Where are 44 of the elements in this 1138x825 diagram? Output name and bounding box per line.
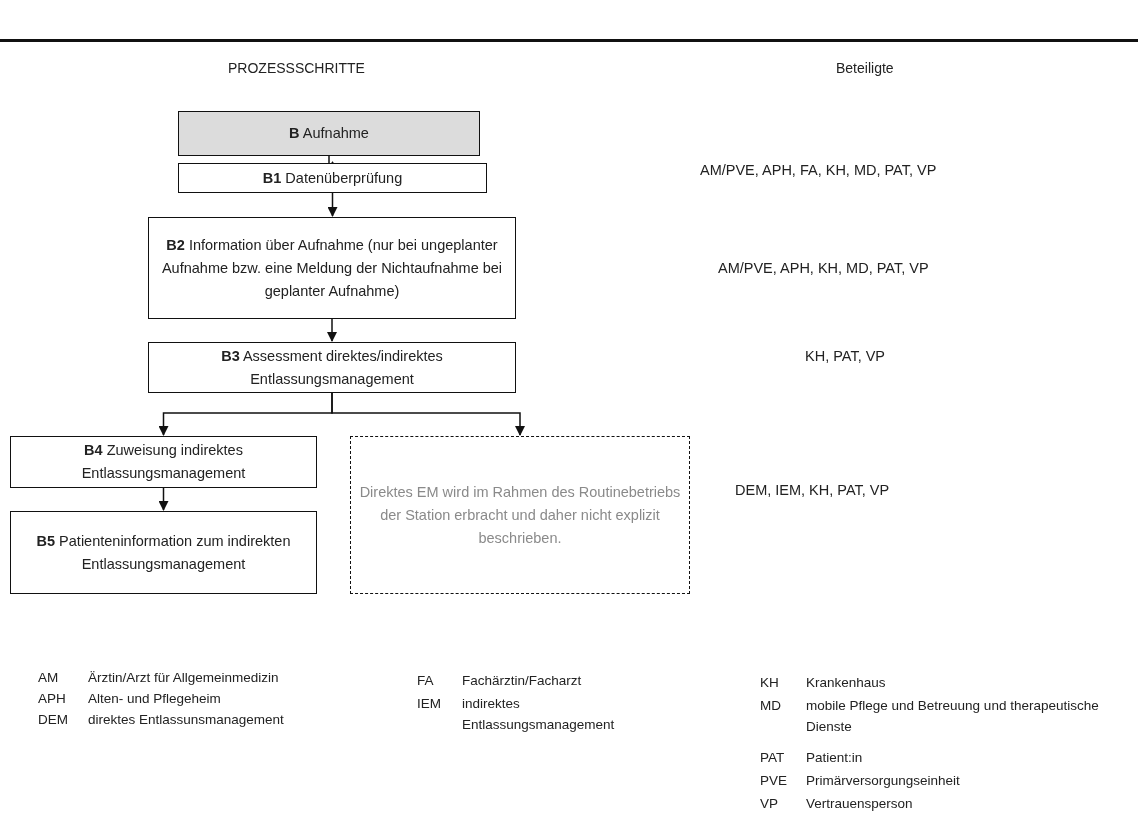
- arrow: [331, 392, 525, 436]
- abbreviation: VP: [760, 795, 778, 813]
- abbreviation-definition: Primärversorgungseinheit: [806, 772, 961, 790]
- column-heading: PROZESSSCHRITTE: [228, 59, 365, 78]
- step-text: B4 Zuweisung indirektes Entlassungsmanagement: [80, 441, 247, 483]
- note-text: Direktes EM wird im Rahmen des Routinebetriebs der Station erbracht und daher nicht explizit beschrieben.: [358, 482, 682, 548]
- step-text: B3 Assessment direktes/indirektes Entlassungsmanagement: [220, 346, 444, 389]
- note-box: [350, 436, 690, 594]
- abbreviation: MD: [760, 697, 781, 715]
- arrow: [327, 192, 338, 217]
- abbreviation: AM: [38, 669, 59, 687]
- abbreviation-definition: Ärztin/Arzt für Allgemeinmedizin: [88, 669, 280, 687]
- process-box: [148, 342, 516, 393]
- step-text: B Aufnahme: [289, 124, 369, 143]
- abbreviation: APH: [38, 690, 66, 708]
- participants-text: AM/PVE, APH, FA, KH, MD, PAT, VP: [700, 161, 937, 180]
- participants-text: DEM, IEM, KH, PAT, VP: [735, 481, 890, 500]
- step-text: B1 Datenüberprüfung: [262, 168, 403, 188]
- process-box: [178, 163, 487, 193]
- arrow: [327, 318, 337, 342]
- abbreviation-definition: Alten- und Pflegeheim: [88, 690, 222, 708]
- process-box: [10, 436, 317, 488]
- process-box: [178, 111, 480, 156]
- step-text: B5 Patienteninformation zum indirekten Entlassungsmanagement: [35, 531, 292, 574]
- abbreviation: PVE: [760, 772, 787, 790]
- abbreviation: KH: [760, 674, 779, 692]
- process-box: [10, 511, 317, 594]
- abbreviation-definition: Vertrauensperson: [806, 795, 914, 813]
- abbreviation: FA: [417, 672, 434, 690]
- arrow: [158, 487, 169, 511]
- abbreviation: IEM: [417, 695, 441, 713]
- abbreviation-definition: mobile Pflege und Betreuung und therapeutische Dienste: [806, 697, 1100, 736]
- column-heading: Beteiligte: [836, 59, 894, 78]
- participants-text: KH, PAT, VP: [805, 347, 886, 366]
- step-text: B2 Information über Aufnahme (nur bei ungeplanter Aufnahme bzw. eine Meldung der Nichtaufnahme bei geplanter Aufnahme): [160, 235, 504, 301]
- abbreviation-definition: indirektes Entlassungsmanagement: [462, 695, 616, 734]
- abbreviation: DEM: [38, 711, 68, 729]
- abbreviation-definition: direktes Entlassunsmanagement: [88, 711, 285, 729]
- abbreviation-definition: Fachärztin/Facharzt: [462, 672, 583, 690]
- participants-text: AM/PVE, APH, KH, MD, PAT, VP: [718, 259, 929, 278]
- abbreviation-definition: Krankenhaus: [806, 674, 887, 692]
- abbreviation-definition: Patient:in: [806, 749, 864, 767]
- abbreviation: PAT: [760, 749, 785, 767]
- process-box: [148, 217, 516, 319]
